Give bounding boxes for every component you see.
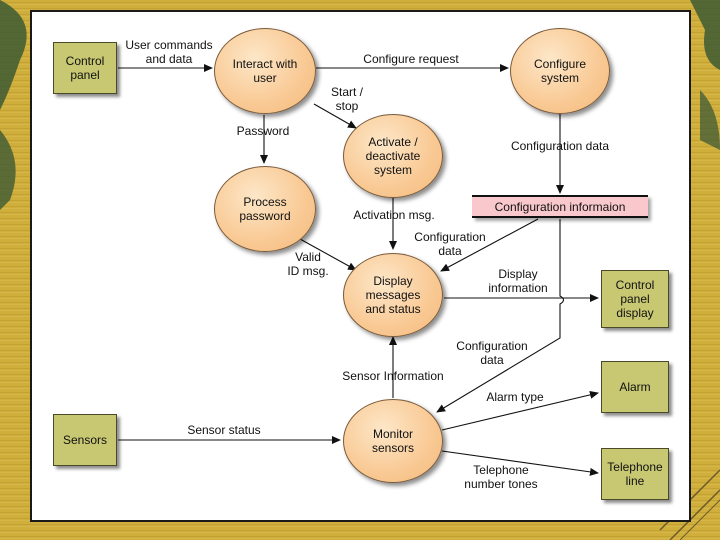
interact-with-user-process: Interact with user bbox=[214, 28, 316, 114]
flow-label-user-commands: User commands and data bbox=[125, 38, 213, 66]
flow-label-display-information: Display information bbox=[488, 267, 548, 295]
arrow-telephone-tones bbox=[441, 450, 599, 476]
arrow-alarm-type bbox=[441, 390, 599, 431]
flow-label-password: Password bbox=[236, 124, 290, 138]
telephone-line-entity: Telephone line bbox=[601, 448, 669, 500]
monitor-sensors-process: Monitor sensors bbox=[343, 399, 443, 483]
activate-deactivate-system-process: Activate / deactivate system bbox=[343, 114, 443, 198]
flow-label-activation-msg: Activation msg. bbox=[353, 208, 435, 222]
flow-label-configuration-data-1: Configuration data bbox=[510, 139, 610, 153]
arrow-store-to-display bbox=[440, 218, 539, 272]
sensors-entity: Sensors bbox=[53, 414, 117, 466]
flow-label-alarm-type: Alarm type bbox=[486, 390, 544, 404]
control-panel-entity: Control panel bbox=[53, 42, 117, 94]
flow-label-configuration-data-3: Configuration data bbox=[456, 339, 528, 367]
flow-label-start-stop: Start / stop bbox=[330, 85, 363, 113]
arrow-configuration-data-to-monitor bbox=[436, 219, 565, 413]
flow-label-telephone-number-tones: Telephone number tones bbox=[464, 463, 538, 491]
flow-label-valid-id-msg: Valid ID msg. bbox=[287, 250, 329, 278]
process-password-process: Process password bbox=[214, 166, 316, 252]
arrow-start-stop bbox=[313, 103, 357, 129]
alarm-entity: Alarm bbox=[601, 361, 669, 413]
control-panel-display-entity: Control panel display bbox=[601, 270, 669, 328]
arrow-valid-id-msg bbox=[299, 238, 357, 271]
flow-label-sensor-status: Sensor status bbox=[187, 423, 261, 437]
display-messages-and-status-process: Display messages and status bbox=[343, 253, 443, 337]
flow-label-configuration-data-2: Configuration data bbox=[414, 230, 486, 258]
flow-label-configure-request: Configure request bbox=[363, 52, 459, 66]
flow-label-sensor-information: Sensor Information bbox=[342, 369, 444, 383]
configuration-information-store: Configuration informaion bbox=[472, 195, 648, 218]
configure-system-process: Configure system bbox=[510, 28, 610, 114]
